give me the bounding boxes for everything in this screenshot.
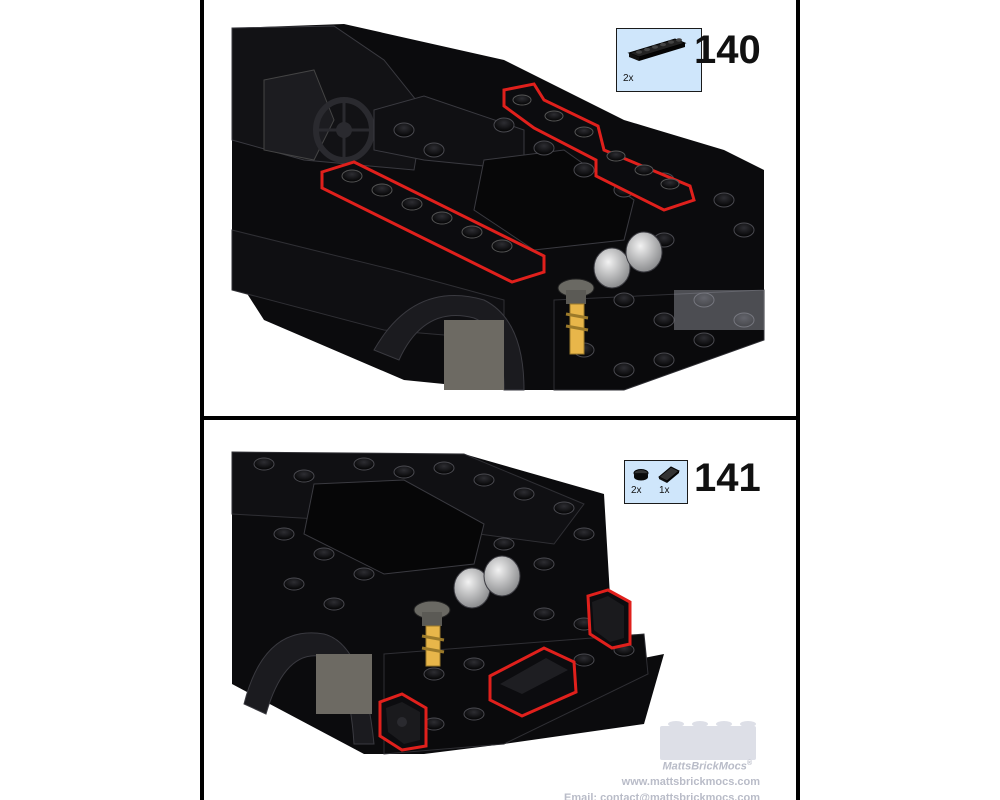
step-divider xyxy=(200,416,800,420)
highlighted-plate-right xyxy=(502,82,696,212)
parts-list-140: 2x xyxy=(616,28,702,92)
spring-post xyxy=(413,600,451,667)
frame-right-border xyxy=(796,0,800,800)
part-quantity: 2x xyxy=(631,485,642,496)
step-141-panel: 2x 1x 141 MattsBrickMocs® www.mattsbrick… xyxy=(204,424,796,800)
part-quantity: 1x xyxy=(659,485,670,496)
part-quantity: 2x xyxy=(623,73,634,84)
step-140-panel: 2x 140 xyxy=(204,0,796,416)
step-number: 141 xyxy=(694,456,761,500)
highlighted-tile-left xyxy=(378,692,428,752)
plate-1x6-icon xyxy=(627,38,687,61)
watermark-trademark: ® xyxy=(746,760,752,767)
parts-list-141: 2x 1x xyxy=(624,460,688,504)
spring-post xyxy=(557,278,595,355)
slope-tile-icon xyxy=(658,466,680,483)
step-141-model-illustration xyxy=(231,451,756,760)
watermark-brand: MattsBrickMocs® xyxy=(662,760,752,773)
highlighted-plate-left xyxy=(320,160,546,284)
watermark-logo-bricks xyxy=(660,721,756,760)
frame-left-border xyxy=(200,0,204,800)
step-number: 140 xyxy=(694,28,761,72)
tile-round-1x1-icon xyxy=(633,469,649,481)
highlighted-tile-right xyxy=(586,588,632,650)
highlighted-slope-center xyxy=(488,646,578,718)
step-140-model-illustration xyxy=(231,24,765,391)
watermark-website: www.mattsbrickmocs.com xyxy=(621,776,760,788)
watermark-email: Email: contact@mattsbrickmocs.com xyxy=(564,792,760,800)
